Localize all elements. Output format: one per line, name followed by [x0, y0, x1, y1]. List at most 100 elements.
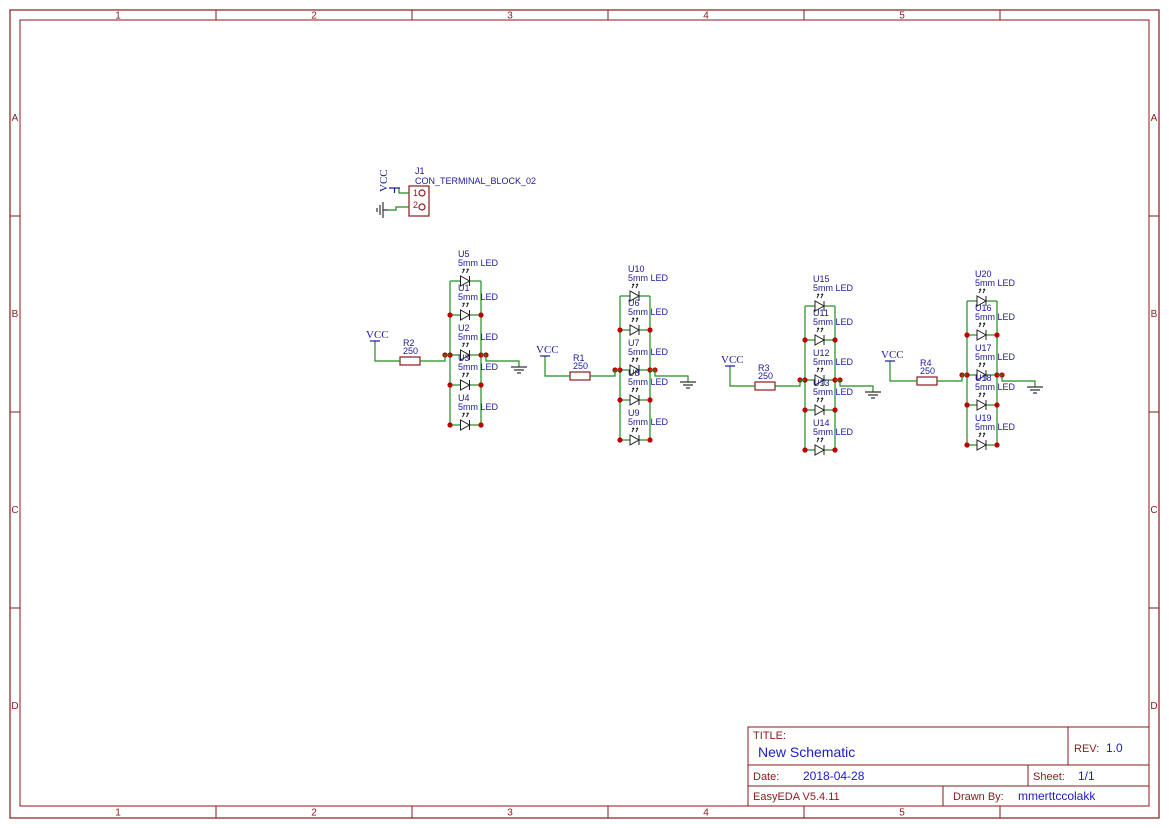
led-diode-icon — [460, 419, 471, 431]
led-emission-arrows-icon — [978, 392, 986, 398]
led-value-label: 5mm LED — [458, 402, 499, 412]
led-value-label: 5mm LED — [813, 317, 854, 327]
led-ref-label: U5 — [458, 249, 470, 259]
led-value-label: 5mm LED — [628, 273, 669, 283]
led-value-label: 5mm LED — [975, 382, 1016, 392]
led-diode-icon — [629, 324, 641, 336]
led-ref-label: U8 — [628, 368, 640, 378]
vcc-label: VCC — [881, 349, 904, 361]
vcc-to-resistor-wire — [889, 361, 917, 382]
junction-dot — [478, 422, 484, 428]
led-diode-icon — [814, 444, 826, 456]
led-value-label: 5mm LED — [458, 292, 499, 302]
led-emission-arrows-icon — [462, 268, 469, 274]
led-diode-icon — [814, 334, 826, 346]
resistor-to-anode-wire — [590, 369, 620, 377]
connector-ref: J1 — [415, 166, 425, 176]
led-ref-label: U18 — [975, 373, 992, 383]
led-diode-icon — [814, 300, 826, 312]
resistor-to-anode-wire — [420, 354, 450, 362]
connector-j1[interactable]: J1 CON_TERMINAL_BLOCK_02 1 2 VCC — [376, 166, 536, 218]
led-diode-icon — [460, 379, 471, 391]
junction-dot — [617, 437, 623, 443]
zone-row-label: A — [1151, 113, 1158, 124]
led-emission-arrows-icon — [462, 372, 469, 378]
junction-dot — [447, 312, 453, 318]
junction-dot — [447, 382, 453, 388]
vcc-to-resistor-wire — [374, 341, 400, 362]
vcc-label: VCC — [536, 344, 559, 356]
led-ref-label: U13 — [813, 378, 830, 388]
sheet-label: Sheet: — [1033, 771, 1065, 783]
zone-column-label: 3 — [507, 808, 513, 819]
resistor-ref-label: R4 — [920, 358, 932, 368]
led-value-label: 5mm LED — [628, 377, 669, 387]
title-label: TITLE: — [753, 730, 786, 742]
led-emission-arrows-icon — [978, 322, 986, 328]
vcc-to-resistor-wire — [729, 366, 755, 387]
outer-frame — [9, 9, 1160, 819]
led-ref-label: U16 — [975, 303, 992, 313]
ground-icon — [680, 381, 696, 389]
resistor-ref-label: R3 — [758, 363, 770, 373]
led-diode-icon — [629, 434, 641, 446]
led-emission-arrows-icon — [631, 427, 639, 433]
led-value-label: 5mm LED — [975, 312, 1016, 322]
ground-icon — [865, 391, 881, 399]
connector-ground-symbol — [376, 202, 388, 218]
junction-dot — [478, 312, 484, 318]
zone-row-label: D — [1150, 701, 1157, 712]
zone-row-label: C — [1150, 505, 1157, 516]
led-diode-icon — [629, 364, 641, 376]
date-label: Date: — [753, 771, 779, 783]
led-diode-icon — [460, 309, 471, 321]
resistor-body — [916, 376, 938, 386]
led-value-label: 5mm LED — [628, 347, 669, 357]
resistor-value-label: 250 — [403, 346, 418, 356]
led-value-label: 5mm LED — [813, 283, 854, 293]
led-emission-arrows-icon — [462, 302, 469, 308]
led-emission-arrows-icon — [816, 293, 824, 299]
zone-row-label: D — [11, 701, 18, 712]
resistor-value-label: 250 — [573, 361, 588, 371]
zone-column-label: 1 — [115, 808, 121, 819]
zone-column-label: 2 — [311, 11, 317, 22]
connector-body — [408, 185, 430, 217]
zone-row-label: C — [11, 505, 18, 516]
led-diode-icon — [460, 275, 471, 287]
title-value: New Schematic — [758, 744, 855, 760]
junction-dot — [994, 332, 1000, 338]
resistor-value-label: 250 — [758, 371, 773, 381]
led-emission-arrows-icon — [462, 412, 469, 418]
rev-value: 1.0 — [1106, 741, 1123, 755]
led-ref-label: U6 — [628, 298, 640, 308]
zone-column-label: 4 — [703, 808, 709, 819]
led-emission-arrows-icon — [631, 317, 639, 323]
cathode-to-ground-wire — [835, 379, 874, 392]
